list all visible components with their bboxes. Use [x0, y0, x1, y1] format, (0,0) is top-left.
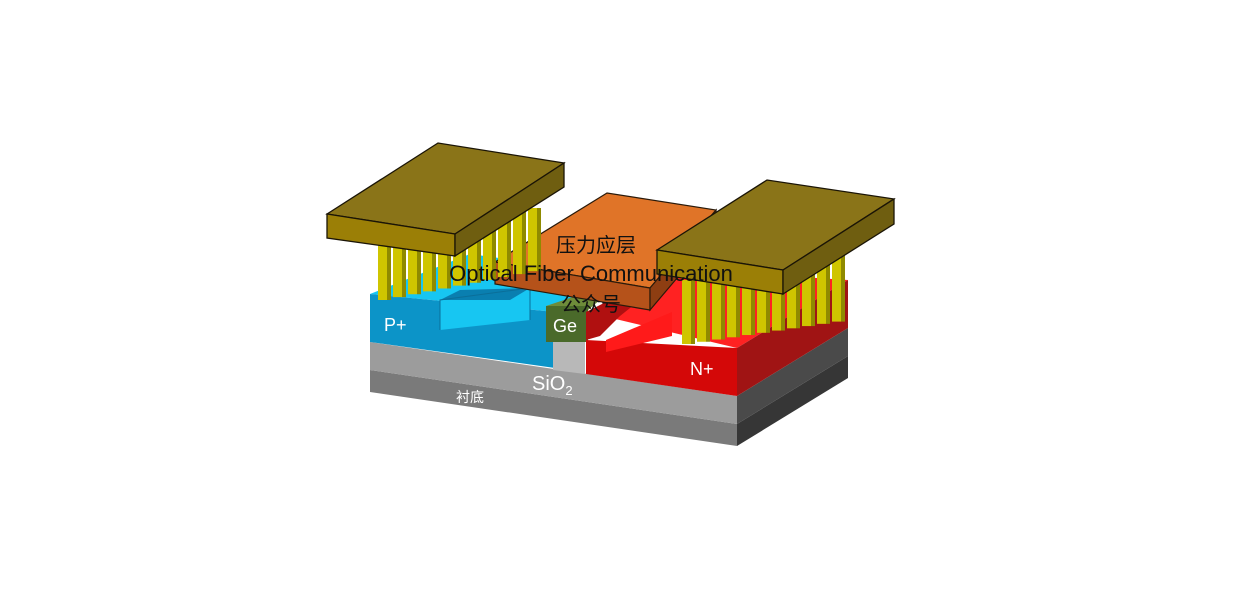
right-via-pillar-shade	[691, 280, 695, 344]
left-via-pillar	[528, 208, 537, 272]
left-via-array	[378, 208, 541, 300]
right-via-array	[682, 252, 845, 344]
right-via-pillar-shade	[796, 260, 800, 329]
right-via-pillar-shade	[751, 268, 755, 336]
left-via-pillar	[378, 244, 387, 300]
left-via-pillar-shade	[507, 215, 511, 277]
left-via-pillar	[408, 236, 417, 295]
ge-front-face	[546, 306, 588, 342]
left-via-pillar-shade	[477, 222, 481, 283]
right-via-pillar	[727, 271, 736, 338]
right-via-pillar	[742, 268, 751, 336]
left-via-pillar-shade	[462, 226, 466, 286]
right-via-pillar-shade	[841, 252, 845, 322]
n-region-recess	[606, 312, 672, 352]
left-via-pillar	[453, 226, 462, 286]
right-via-pillar-shade	[736, 271, 740, 338]
left-via-pillar-shade	[432, 233, 436, 292]
left-via-pillar	[438, 229, 447, 289]
right-contact-pad	[655, 179, 896, 296]
right-via-pillar	[802, 257, 811, 327]
substrate-front-face	[370, 370, 737, 446]
right-pad-side-face	[782, 197, 895, 296]
stress-layer-label: 压力应层	[556, 234, 636, 257]
n-region-front-face	[586, 340, 737, 396]
left-via-pillar-shade	[417, 236, 421, 295]
sio2-base: SiO	[532, 373, 565, 395]
left-via-pillar	[393, 240, 402, 298]
right-via-pillar-shade	[766, 266, 770, 333]
left-pad-side-face	[454, 161, 565, 258]
p-plus-label: P+	[384, 315, 407, 335]
left-via-pillar	[498, 215, 507, 277]
n-plus-label: N+	[690, 359, 714, 379]
watermark-line-2: 公众号	[561, 293, 621, 316]
sio2-subscript: 2	[565, 383, 572, 398]
right-via-pillar-shade	[811, 257, 815, 327]
sio2-label: SiO2	[532, 373, 573, 398]
right-via-pillar	[697, 277, 706, 342]
right-via-pillar-shade	[706, 277, 710, 342]
right-via-pillar	[772, 263, 781, 331]
left-via-pillar-shade	[522, 211, 526, 275]
right-via-pillar	[757, 266, 766, 333]
n-region-inner-shade	[586, 300, 640, 340]
right-via-pillar	[832, 252, 841, 322]
right-via-pillar-shade	[721, 274, 725, 340]
left-via-pillar-shade	[492, 218, 496, 280]
right-via-pillar	[817, 254, 826, 324]
right-via-pillar-shade	[826, 254, 830, 324]
left-via-pillar-shade	[447, 229, 451, 289]
right-via-pillar	[682, 280, 691, 344]
right-via-pillar	[787, 260, 796, 329]
left-contact-pad	[325, 142, 566, 258]
left-via-pillar	[423, 233, 432, 292]
left-via-pillar	[468, 222, 477, 283]
ge-label: Ge	[553, 316, 577, 336]
substrate-label: 衬底	[456, 389, 484, 405]
substrate-side-face	[737, 356, 848, 446]
oxide-front-face	[370, 342, 737, 424]
oxide-side-face	[737, 328, 848, 424]
right-via-pillar	[712, 274, 721, 340]
oxide-layer	[370, 328, 848, 424]
left-via-pillar-shade	[537, 208, 541, 272]
left-via-pillar	[513, 211, 522, 275]
ge-gap-under	[553, 336, 585, 374]
left-via-pillar-shade	[402, 240, 406, 298]
left-via-pillar-shade	[387, 244, 391, 300]
substrate-layer	[370, 356, 848, 446]
left-via-pillar	[483, 218, 492, 280]
watermark-line-1: Optical Fiber Communication	[449, 261, 733, 286]
right-via-pillar-shade	[781, 263, 785, 331]
